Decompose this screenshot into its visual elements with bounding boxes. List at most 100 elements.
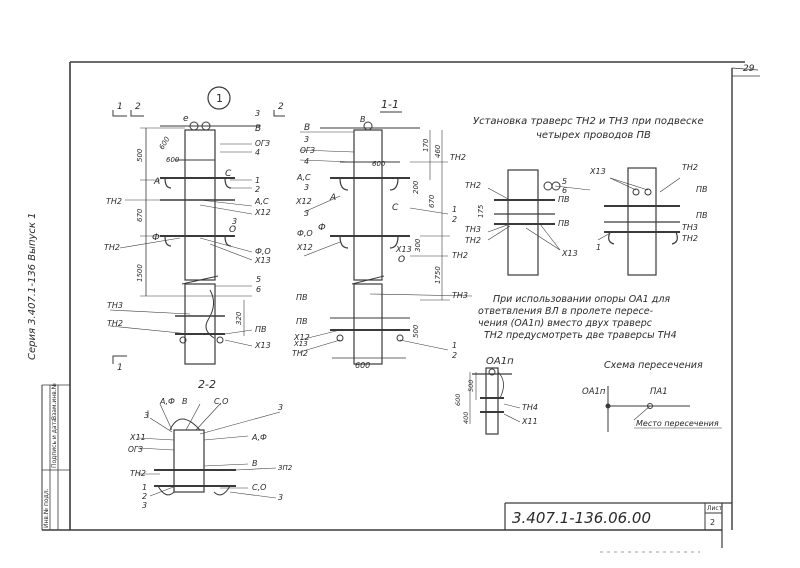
scheme-title: Схема пересечения bbox=[604, 360, 703, 371]
title-line2: четырех проводов ПВ bbox=[536, 130, 651, 141]
v1-sec-1: 1 bbox=[117, 102, 123, 112]
note-line3: чения (ОА1п) вместо двух траверс bbox=[478, 318, 653, 329]
view11-drawing bbox=[299, 111, 473, 365]
sheet-label: Лист bbox=[707, 505, 723, 512]
v1-1500: 1500 bbox=[136, 264, 144, 282]
v1-6: 6 bbox=[256, 285, 261, 294]
oa1p-title: ОА1п bbox=[486, 356, 514, 367]
v3-X13: Х13 bbox=[561, 249, 578, 258]
v1-TH2c: ТН2 bbox=[107, 319, 123, 328]
v1-F: Ф bbox=[152, 233, 160, 243]
v1-PV: ПВ bbox=[255, 325, 267, 334]
v1-sec-2: 2 bbox=[135, 102, 141, 112]
stamp-column bbox=[41, 384, 70, 530]
v11-1: 1 bbox=[452, 205, 457, 214]
scheme-left: ОА1п bbox=[582, 387, 606, 397]
v11-460: 460 bbox=[434, 144, 442, 158]
title-line1: Установка траверс ТН2 и ТН3 при подвеске bbox=[473, 116, 704, 127]
v11-B2: В bbox=[360, 115, 366, 124]
v22-TH2: ТН2 bbox=[130, 469, 146, 478]
v1-sec-2r: 2 bbox=[278, 102, 284, 112]
v22-B: В bbox=[182, 397, 188, 406]
corner-number: 29 bbox=[743, 64, 755, 74]
v4-TH2: ТН2 bbox=[682, 163, 698, 172]
v11-670: 670 bbox=[428, 194, 436, 208]
oa1p-drawing bbox=[469, 367, 521, 435]
v1-TH3: ТН3 bbox=[107, 301, 123, 310]
v3-TH3: ТН3 bbox=[465, 225, 481, 234]
v4-TH2b: ТН2 bbox=[682, 234, 698, 243]
v1-sec-1b: 1 bbox=[117, 363, 123, 373]
v22-Br: В bbox=[252, 459, 258, 468]
v11-PV: ПВ bbox=[296, 293, 308, 302]
v1-320: 320 bbox=[235, 311, 243, 325]
v22-3d: 3 bbox=[278, 493, 283, 502]
v11-title: 1-1 bbox=[381, 98, 399, 111]
v3-175: 175 bbox=[477, 204, 485, 218]
v1-X13: Х13 bbox=[254, 256, 271, 265]
v11-X12c: Х12 bbox=[293, 333, 310, 342]
v4-PV: ПВ bbox=[696, 185, 708, 194]
oa1p-400: 400 bbox=[462, 412, 470, 424]
v1-X13b: Х13 bbox=[254, 341, 271, 350]
v1-X12: Х12 bbox=[254, 208, 271, 217]
v1-C: С bbox=[225, 169, 232, 179]
stamp-sign: Подпись и дата bbox=[51, 418, 58, 468]
v11-TH2b: ТН2 bbox=[452, 251, 468, 260]
v11-2: 2 bbox=[452, 215, 457, 224]
v1-TH2b: ТН2 bbox=[104, 243, 120, 252]
v1-O: О bbox=[229, 225, 236, 235]
v11-600: 600 bbox=[372, 160, 386, 168]
v11-AC: А,С bbox=[296, 173, 311, 182]
v11-X12b: Х12 bbox=[296, 243, 313, 252]
v4-TH3: ТН3 bbox=[682, 223, 698, 232]
v11-B: В bbox=[304, 123, 310, 133]
v1-600a: 600 bbox=[158, 135, 172, 151]
v22-2: 2 bbox=[142, 492, 147, 501]
v11-TH2a: ТН2 bbox=[450, 153, 466, 162]
v1-600b: 600 bbox=[166, 156, 180, 164]
v1-B: В bbox=[255, 124, 261, 134]
v22-AFr: А,Ф bbox=[251, 433, 267, 442]
v1-ogz: ОГЗ bbox=[255, 139, 270, 148]
v3-PV: ПВ bbox=[558, 195, 570, 204]
v11-1b: 1 bbox=[452, 341, 457, 350]
v3-PVb: ПВ bbox=[558, 219, 570, 228]
v22-3: 3 bbox=[144, 411, 149, 420]
v11-200: 200 bbox=[412, 180, 420, 194]
oa1p-TH4: ТН4 bbox=[522, 403, 538, 412]
v1-4: 4 bbox=[255, 148, 260, 157]
v11-3c: 3 bbox=[304, 209, 309, 218]
v22-X11: Х11 bbox=[129, 433, 146, 442]
v11-X13b: Х13 bbox=[293, 340, 308, 348]
v11-300: 300 bbox=[414, 238, 422, 252]
note-line2: ответвления ВЛ в пролете пересе- bbox=[478, 306, 654, 317]
v4-1: 1 bbox=[596, 243, 601, 252]
view22-drawing bbox=[137, 403, 281, 499]
v11-4: 4 bbox=[304, 157, 309, 166]
v11-2b: 2 bbox=[452, 351, 457, 360]
scheme-place: Место пересечения bbox=[636, 419, 719, 428]
v22-3b: 3 bbox=[278, 403, 283, 412]
oa1p-500: 500 bbox=[467, 380, 475, 392]
v11-X13: Х13 bbox=[395, 245, 412, 254]
v1-e: е bbox=[183, 114, 189, 124]
v22-COr: С,О bbox=[252, 483, 266, 492]
v22-ogz: ОГЗ bbox=[128, 445, 143, 454]
v22-znp: ЗП2 bbox=[278, 464, 293, 472]
v22-CO: С,О bbox=[214, 397, 228, 406]
view4-drawing bbox=[597, 167, 681, 276]
v3-6: 6 bbox=[562, 186, 567, 195]
v22-AF: А,Ф bbox=[159, 397, 175, 406]
v22-1: 1 bbox=[142, 483, 147, 492]
v11-C: С bbox=[392, 203, 399, 213]
v11-F: Ф bbox=[318, 223, 326, 233]
stamp-replace: Взам.инв.№ bbox=[51, 383, 58, 420]
v11-X12: Х12 bbox=[295, 197, 312, 206]
document-code: 3.407.1-136.06.00 bbox=[512, 509, 651, 527]
v11-A: А bbox=[329, 193, 336, 203]
v1-5: 5 bbox=[256, 275, 261, 284]
v11-TH3: ТН3 bbox=[452, 291, 468, 300]
v11-O: О bbox=[398, 255, 405, 265]
